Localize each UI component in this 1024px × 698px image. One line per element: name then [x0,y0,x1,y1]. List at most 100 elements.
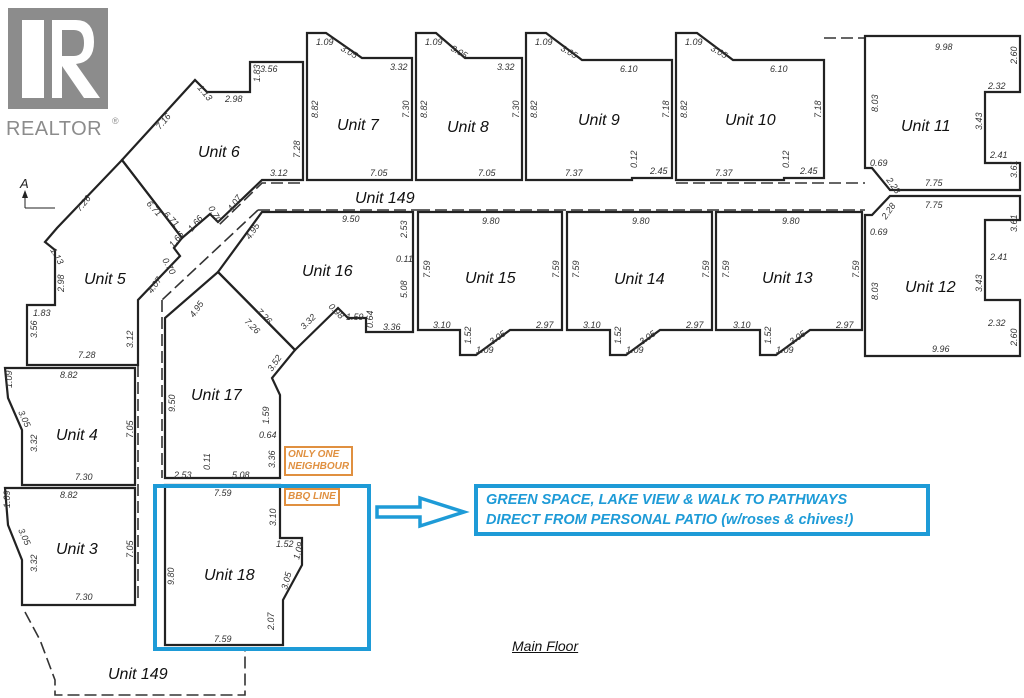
dimension-label: 3.36 [383,322,401,332]
unit-8-outline [414,31,524,182]
dimension-label: 0.64 [259,430,277,440]
dimension-label: 6.71 [162,209,181,228]
dimension-label: 1.09 [626,345,644,355]
dimension-label: 7.30 [511,100,521,118]
dimension-label: 3.32 [497,62,515,72]
unit-5-label: Unit 5 [84,271,126,288]
unit-18-label: Unit 18 [204,567,255,584]
dimension-label: 1.09 [291,541,305,561]
dimension-label: 1.09 [425,37,443,47]
dimension-label: 3.05 [487,328,508,347]
unit-149-bottom-outline [24,611,246,696]
unit-11-outline [863,34,1022,192]
note-line: GREEN SPACE, LAKE VIEW & WALK TO PATHWAY… [486,492,848,508]
dimension-label: 0.11 [202,453,212,470]
dimension-label: 1.13 [48,246,65,266]
dimension-label: 7.59 [701,260,711,278]
realtor-logo: REALTOR ® [6,8,119,140]
dimension-label: 3.32 [29,554,39,572]
dimension-label: 7.59 [721,260,731,278]
dimension-label: 3.10 [583,320,601,330]
dimension-label: 2.07 [266,611,276,631]
dimension-label: 1.59 [261,406,271,424]
unit-9-label: Unit 9 [578,112,620,129]
unit-9-outline [524,31,674,182]
unit-17-label: Unit 17 [191,387,243,404]
unit-5-outline [25,158,184,367]
dimension-label: 1.09 [535,37,553,47]
unit-15-outline [416,210,564,357]
dimension-label: 8.82 [60,370,78,380]
unit-16-label: Unit 16 [302,263,353,280]
dimension-label: 7.59 [851,260,861,278]
dimension-label: 2.60 [1009,46,1019,65]
note-line: DIRECT FROM PERSONAL PATIO (w/roses & ch… [486,512,854,528]
dimension-label: 3.56 [29,320,39,338]
dimension-label: 8.82 [529,100,539,118]
dimension-label: 0.64 [365,310,375,328]
dimension-label: 0.98 [327,301,346,320]
dimension-label: 3.43 [974,112,984,130]
dimension-label: 7.37 [565,168,584,178]
dimension-label: 7.18 [661,100,671,118]
unit-18-outline [163,483,304,647]
dimension-label: 7.26 [243,316,262,335]
unit-13-outline [714,210,864,357]
dimension-label: 7.05 [125,539,135,558]
dimension-label: 0.12 [781,150,791,168]
dimension-label: 7.30 [75,472,93,482]
dimension-label: 1.52 [613,326,623,344]
bbq-line-note: BBQ LINE [284,488,340,506]
dimension-label: 2.60 [1009,328,1019,347]
unit-14-label: Unit 14 [614,271,665,288]
unit-6-outline [120,60,305,240]
dimension-label: 1.83 [33,308,51,318]
dimension-label: 7.59 [214,634,232,644]
unit-7-outline [305,31,414,182]
dimension-label: 2.53 [173,470,192,480]
dimension-label: 8.82 [60,490,78,500]
dimension-label: 6.10 [770,64,788,74]
dimension-label: 2.97 [535,320,555,330]
unit-12-label: Unit 12 [905,279,956,296]
dimension-label: 8.82 [310,100,320,118]
dimension-label: 3.05 [637,328,658,347]
unit-3-label: Unit 3 [56,541,98,558]
arrow-right-icon [375,495,470,529]
dimension-label: 7.05 [370,168,389,178]
dimension-label: 2.97 [685,320,705,330]
dimension-label: 6.71 [145,199,164,219]
dimension-label: 9.80 [632,216,650,226]
dimension-label: 1.09 [316,37,334,47]
dimension-label: 3.10 [433,320,451,330]
dimension-label: 1.52 [763,326,773,344]
dimension-label: 3.12 [270,168,288,178]
unit-4-outline [3,366,137,487]
svg-text:REALTOR: REALTOR [6,118,102,140]
dimension-label: 1.09 [476,345,494,355]
dimension-label: 3.10 [268,508,278,526]
dimension-label: 1.09 [776,345,794,355]
dimension-label: 3.61 [1009,160,1019,178]
dimension-label: 4.95 [243,220,262,241]
dimension-label: 8.03 [870,282,880,300]
dimension-label: 3.05 [709,43,730,61]
dimension-label: 4.95 [187,298,206,319]
dimension-label: 1.09 [685,37,703,47]
dimension-label: 9.80 [482,216,500,226]
unit-13-label: Unit 13 [762,270,813,287]
dimension-label: 9.80 [782,216,800,226]
dimension-label: 7.30 [75,592,93,602]
dimension-label: 7.59 [214,488,232,498]
dimension-label: 1.66 [186,213,205,233]
dimension-label: 4.07 [225,192,244,213]
dimension-label: 7.75 [925,200,944,210]
dimension-label: 3.32 [298,312,317,331]
dimension-label: 9.98 [935,42,953,52]
dimension-label: 2.32 [987,81,1006,91]
dimension-label: 5.08 [232,470,250,480]
dimension-label: 2.45 [649,166,669,176]
dimension-label: 3.56 [260,64,278,74]
unit-8-label: Unit 8 [447,119,489,136]
section-marker: A [19,176,55,209]
